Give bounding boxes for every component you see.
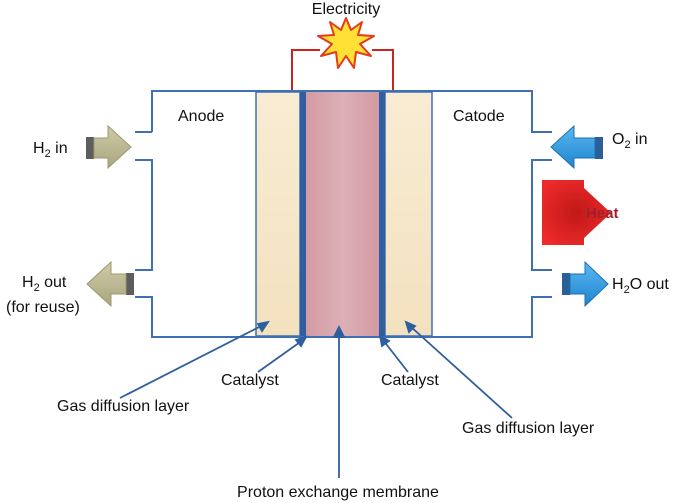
heat-label: Heat	[586, 205, 619, 222]
electricity-wire	[291, 49, 394, 90]
arrow-right-icon	[542, 180, 611, 245]
catalyst-layer-left	[300, 92, 306, 336]
gas-diffusion-layer-left-label: Gas diffusion layer	[57, 398, 190, 415]
arrow-right-icon	[569, 260, 609, 308]
h2-out-arrow	[86, 260, 134, 308]
spark-icon	[317, 17, 375, 69]
o2-in-label: O2 in	[612, 131, 647, 151]
h2-in-label: H2 in	[33, 140, 68, 160]
membrane-label: Proton exchange membrane	[237, 484, 439, 501]
h2o-out-label: H2O out	[612, 276, 669, 296]
for-reuse-label: (for reuse)	[6, 299, 80, 316]
catalyst-right-label: Catalyst	[381, 372, 439, 389]
h2o-out-arrow	[562, 260, 609, 308]
gas-diffusion-layer-left	[255, 91, 301, 337]
h2-in-arrow	[86, 124, 132, 170]
h2-out-label: H2 out	[22, 274, 67, 294]
catalyst-layer-right	[379, 92, 385, 336]
catalyst-left-label: Catalyst	[221, 372, 279, 389]
pointer-lines	[119, 320, 513, 478]
anode-label: Anode	[178, 108, 224, 125]
proton-exchange-membrane	[306, 92, 379, 336]
gas-diffusion-layer-right	[384, 91, 433, 337]
arrow-left-icon	[86, 260, 127, 308]
o2-in-arrow	[550, 124, 603, 170]
arrow-left-icon	[550, 124, 596, 170]
catode-label: Catode	[453, 108, 505, 125]
heat-arrow	[542, 180, 611, 245]
arrow-right-icon	[93, 124, 132, 170]
gas-diffusion-layer-right-label: Gas diffusion layer	[462, 420, 595, 437]
electricity-label: Electricity	[312, 1, 380, 18]
